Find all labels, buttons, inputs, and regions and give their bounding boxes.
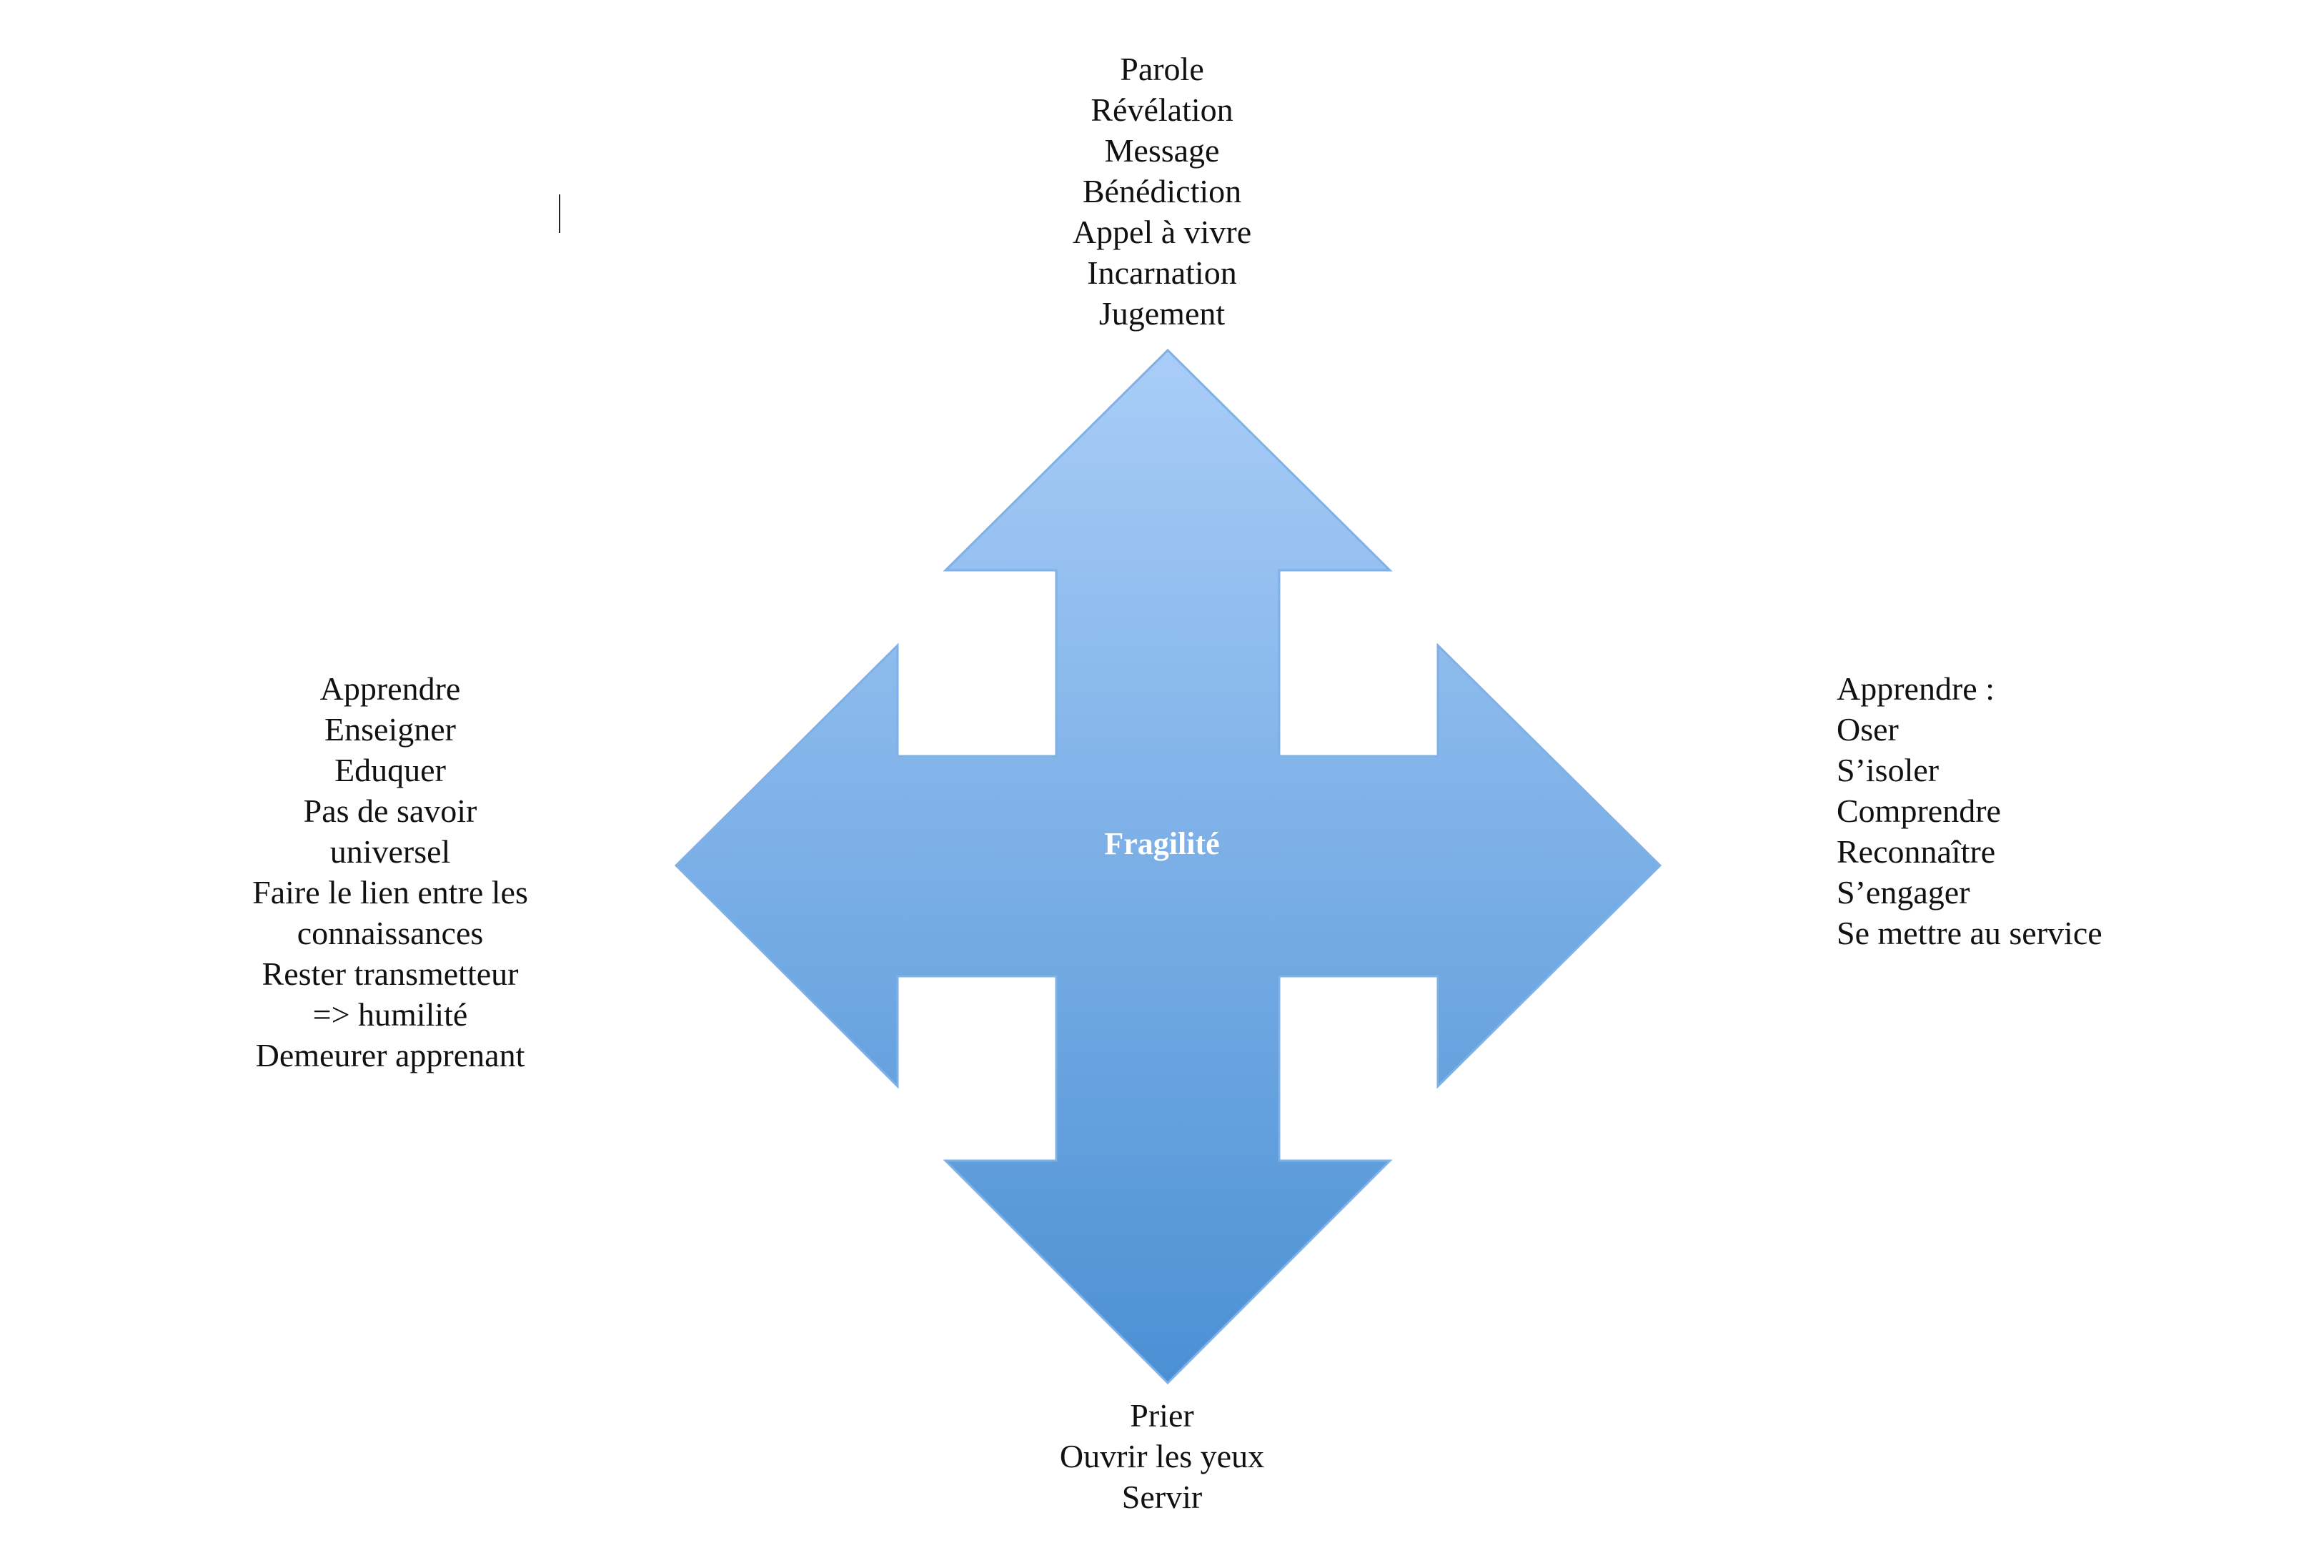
bottom-line: Prier (1130, 1397, 1194, 1434)
bottom-text-block: Prier Ouvrir les yeux Servir (1019, 1395, 1305, 1517)
left-line: universel (329, 833, 451, 870)
top-line: Appel à vivre (1072, 214, 1252, 250)
center-label: Fragilité (1104, 826, 1220, 861)
bottom-line: Servir (1121, 1479, 1203, 1515)
top-text-block: Parole Révélation Message Bénédiction Ap… (1019, 49, 1305, 334)
four-way-arrow-shape (674, 348, 1662, 1385)
left-line: Faire le lien entre les (252, 874, 528, 910)
right-line: Comprendre (1837, 793, 2001, 829)
right-text-block: Apprendre : Oser S’isoler Comprendre Rec… (1837, 668, 2102, 953)
left-line: => humilité (312, 996, 468, 1033)
right-line: S’engager (1837, 874, 1970, 910)
left-line: Rester transmetteur (262, 956, 519, 992)
right-line: Reconnaître (1837, 833, 1996, 870)
left-line: Apprendre (319, 670, 461, 707)
top-line: Incarnation (1087, 254, 1237, 291)
left-text-block: Apprendre Enseigner Eduquer Pas de savoi… (212, 668, 569, 1076)
right-line: Oser (1837, 711, 1899, 748)
bottom-line: Ouvrir les yeux (1059, 1438, 1265, 1474)
top-line: Jugement (1098, 295, 1226, 332)
right-line: Se mettre au service (1837, 915, 2102, 951)
text-cursor (559, 194, 560, 233)
left-line: Eduquer (334, 752, 446, 788)
left-line: connaissances (297, 915, 484, 951)
left-line: Pas de savoir (303, 793, 477, 829)
left-line: Demeurer apprenant (255, 1037, 525, 1073)
top-line: Parole (1120, 51, 1204, 87)
right-line: Apprendre : (1837, 670, 1995, 707)
right-line: S’isoler (1837, 752, 1940, 788)
top-line: Bénédiction (1082, 173, 1242, 209)
left-line: Enseigner (324, 711, 456, 748)
top-line: Révélation (1091, 91, 1233, 128)
top-line: Message (1104, 132, 1220, 169)
